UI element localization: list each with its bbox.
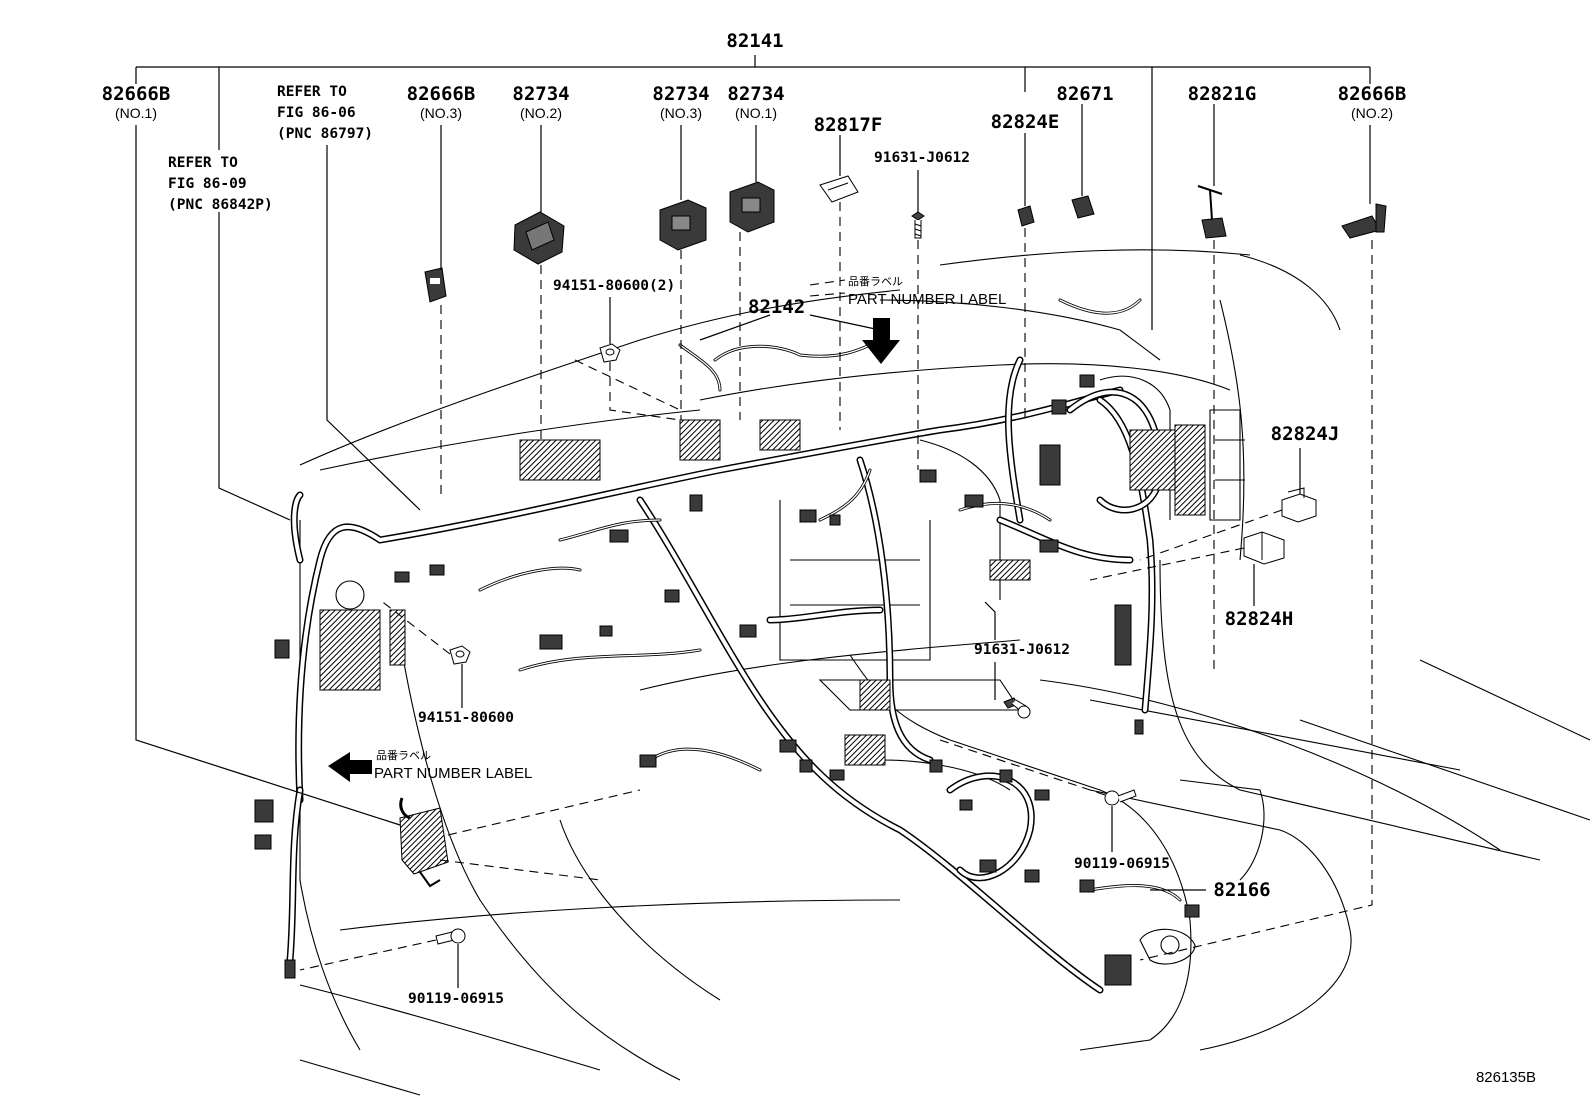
refer-86-06-line1: REFER TO <box>277 84 347 100</box>
part-82821g: 82821G <box>1188 83 1257 105</box>
component-94151-80600 <box>449 645 471 665</box>
component-82671 <box>1071 195 1095 219</box>
component-82734-no2 <box>513 211 565 265</box>
part-82734-no2: 82734 <box>512 83 569 105</box>
component-91631-j0612-mid <box>1003 697 1031 719</box>
part-94151-80600-2: 94151-80600(2) <box>553 278 675 294</box>
component-90119-06915-right <box>1104 789 1137 806</box>
leader-lines <box>135 55 1373 988</box>
part-number-label-jp-left: 品番ラベル <box>376 749 431 762</box>
part-number-label-jp-top: 品番ラベル <box>848 275 903 288</box>
part-82734-no1: 82734 <box>727 83 784 105</box>
component-82824j <box>1281 487 1317 523</box>
component-82824e <box>1017 205 1035 227</box>
component-82666b-no2 <box>1341 203 1387 239</box>
part-91631-j0612-top: 91631-J0612 <box>874 150 970 166</box>
part-82666b-no2-sub: (NO.2) <box>1351 105 1393 121</box>
part-82141: 82141 <box>726 30 783 52</box>
part-82671: 82671 <box>1056 83 1113 105</box>
part-number-label-left: PART NUMBER LABEL <box>374 765 532 782</box>
part-82734-no1-sub: (NO.1) <box>735 105 777 121</box>
refer-86-09-line3: (PNC 86842P) <box>168 197 273 213</box>
refer-86-06-line2: FIG 86-06 <box>277 105 356 121</box>
part-82734-no2-sub: (NO.2) <box>520 105 562 121</box>
part-91631-j0612-mid: 91631-J0612 <box>974 642 1070 658</box>
part-number-label-top: PART NUMBER LABEL <box>848 291 1006 308</box>
left-arrow-icon <box>328 752 372 782</box>
vehicle-body-outline <box>299 249 1591 1096</box>
harness-connectors <box>254 374 1206 986</box>
part-82142: 82142 <box>748 296 805 318</box>
component-82666b-no3 <box>424 267 447 303</box>
part-90119-06915-right: 90119-06915 <box>1074 856 1170 872</box>
part-90119-06915-bottom: 90119-06915 <box>408 991 504 1007</box>
part-82734-no3-sub: (NO.3) <box>660 105 702 121</box>
component-90119-06915-bottom <box>435 928 466 945</box>
refer-86-09-line1: REFER TO <box>168 155 238 171</box>
part-82824e: 82824E <box>991 111 1060 133</box>
component-82821g <box>1197 185 1227 239</box>
component-82817f <box>819 175 859 203</box>
part-94151-80600: 94151-80600 <box>418 710 514 726</box>
part-82666b-no3-sub: (NO.3) <box>420 105 462 121</box>
part-82666b-no2: 82666B <box>1338 83 1407 105</box>
part-82666b-no3: 82666B <box>407 83 476 105</box>
component-82824h <box>1243 531 1285 565</box>
part-82817f: 82817F <box>814 114 883 136</box>
down-arrow-icon <box>862 318 900 364</box>
figure-code: 826135B <box>1476 1069 1536 1086</box>
component-82734-no1 <box>729 181 775 233</box>
refer-86-06-line3: (PNC 86797) <box>277 126 373 142</box>
part-82824h: 82824H <box>1225 608 1294 630</box>
part-82734-no3: 82734 <box>652 83 709 105</box>
wire-harness <box>286 298 1182 994</box>
component-82666b-no1 <box>399 797 449 888</box>
part-82666b-no1-sub: (NO.1) <box>115 105 157 121</box>
refer-86-09-line2: FIG 86-09 <box>168 176 247 192</box>
component-94151-80600-2 <box>599 343 621 363</box>
part-82666b-no1: 82666B <box>102 83 171 105</box>
part-82166: 82166 <box>1213 879 1270 901</box>
component-82734-no3 <box>659 199 707 251</box>
component-91631-j0612-top <box>911 211 925 239</box>
part-82824j: 82824J <box>1271 423 1340 445</box>
